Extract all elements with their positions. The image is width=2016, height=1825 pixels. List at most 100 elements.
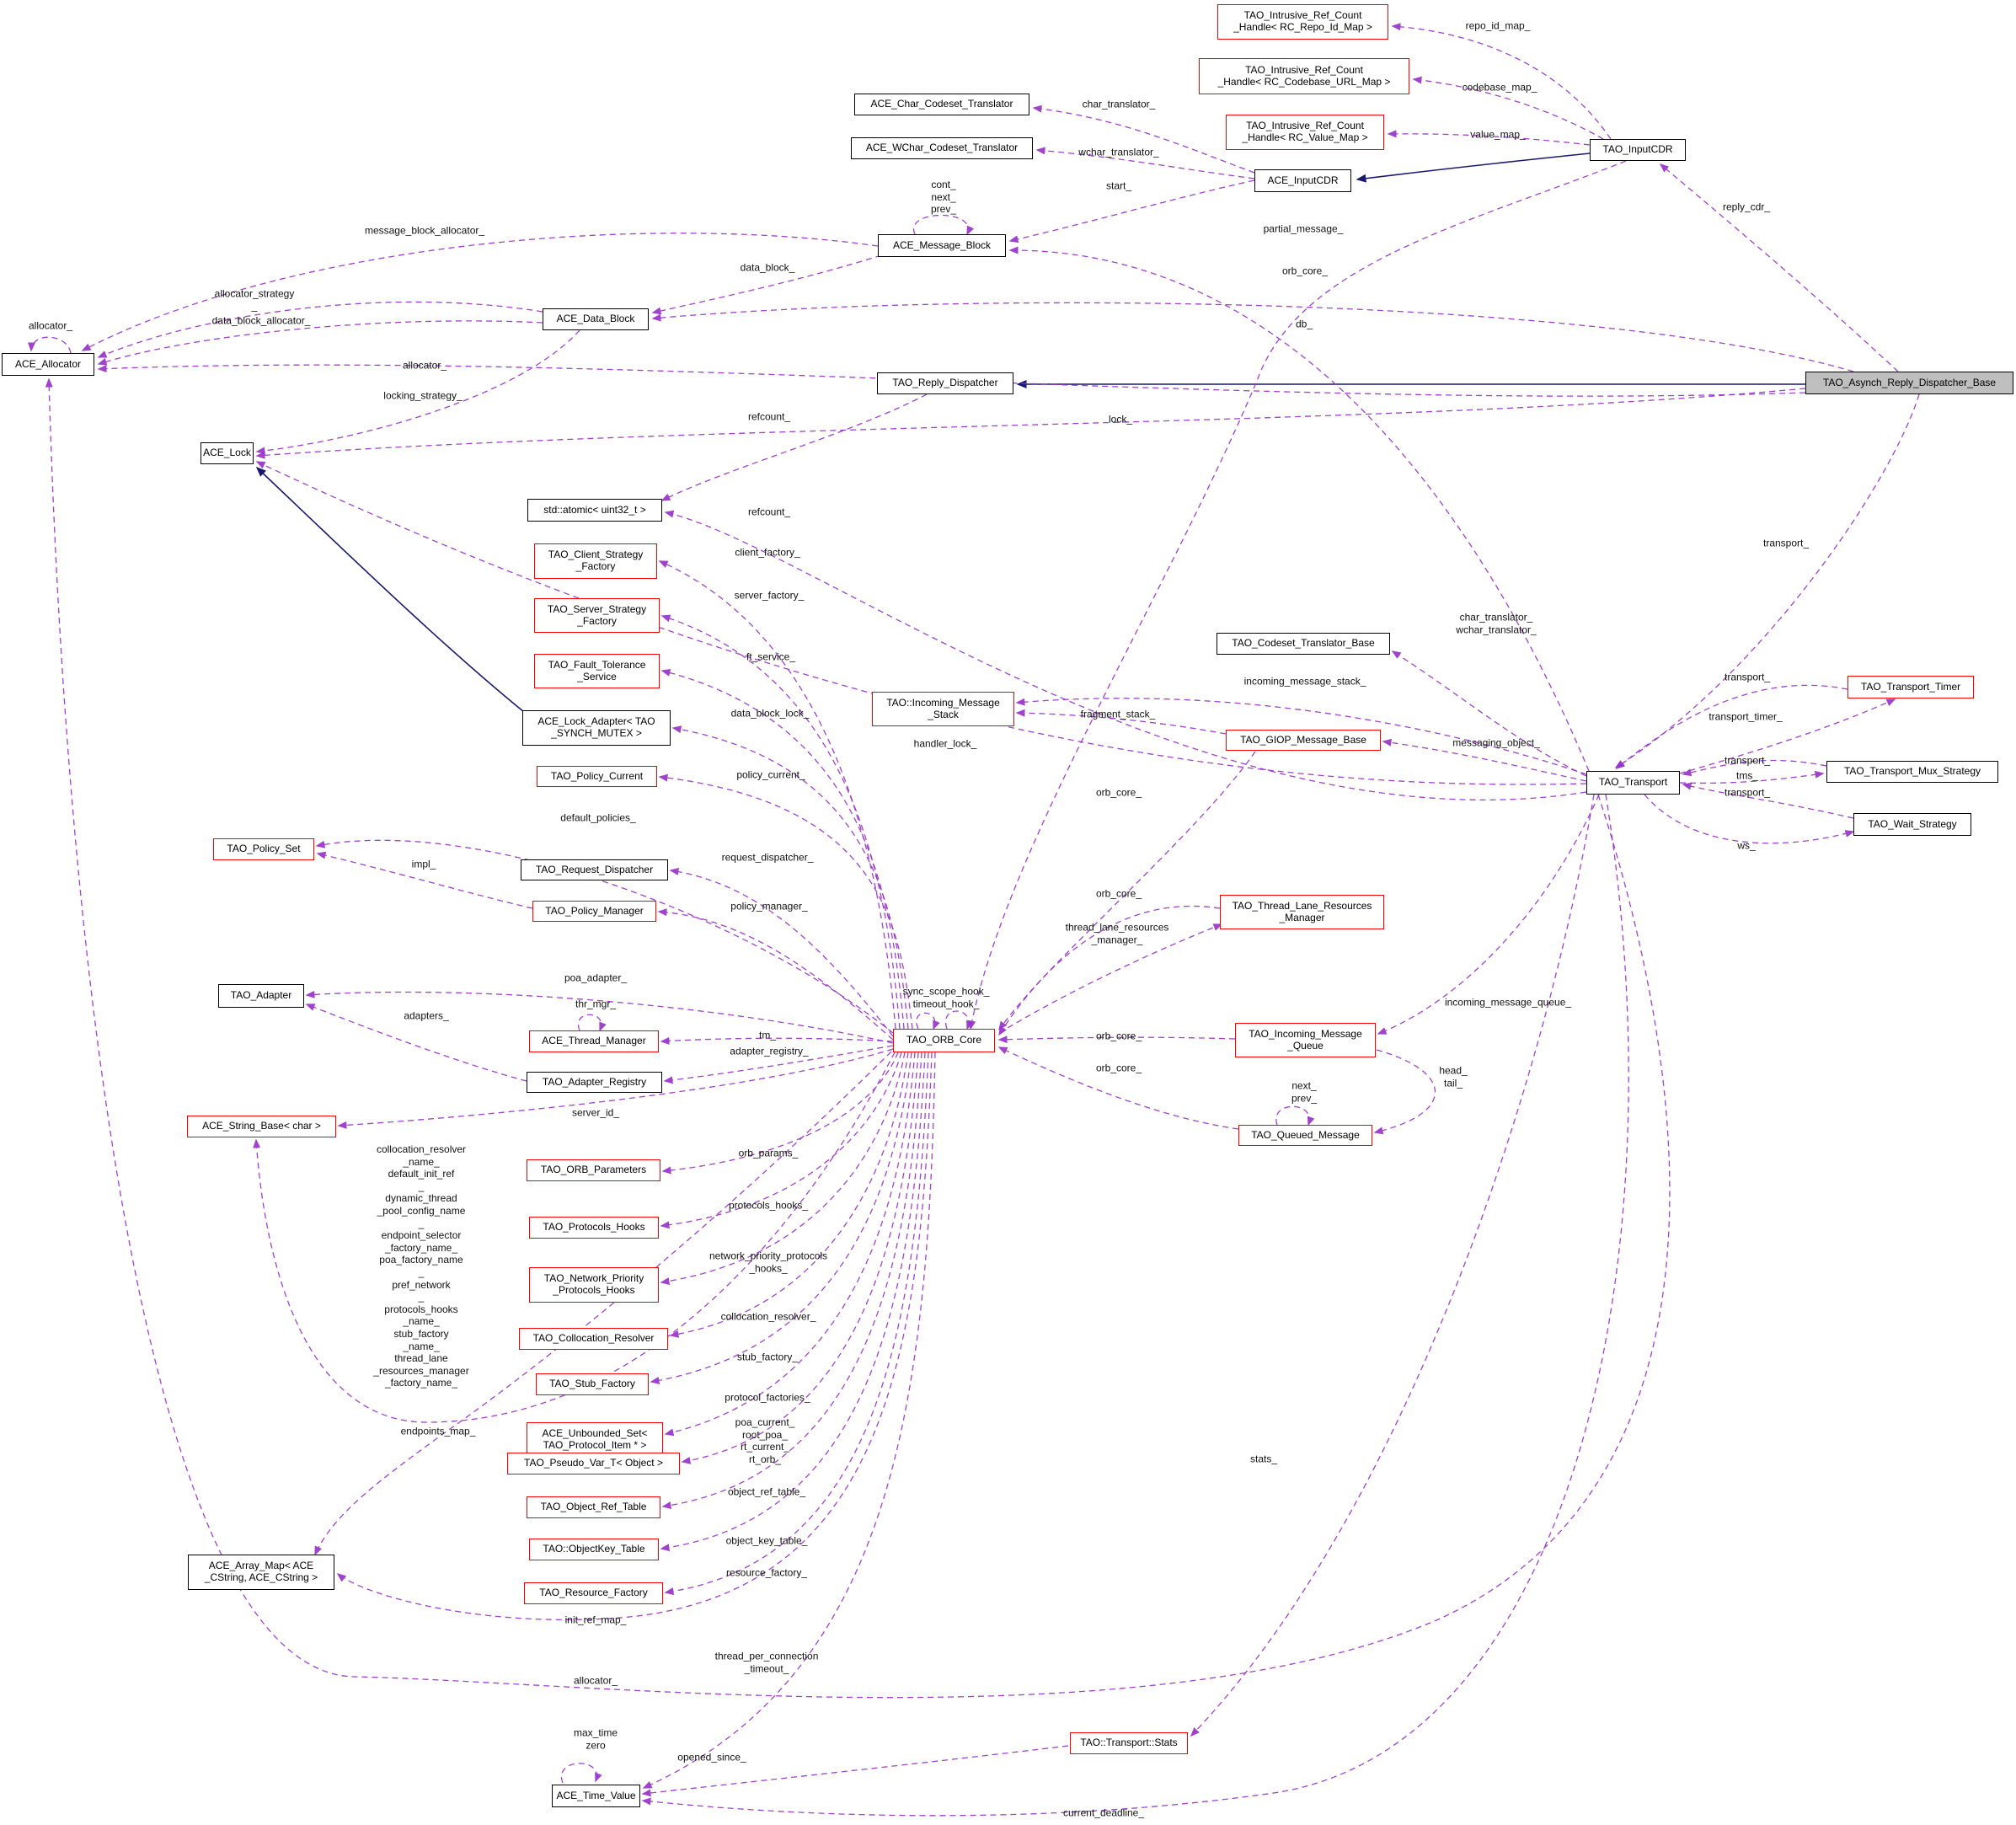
class-node-label: ACE_Array_Map< ACE _CString, ACE_CString… xyxy=(204,1560,318,1583)
edge-label: poa_adapter_ xyxy=(564,971,628,984)
class-node-ace_time_value[interactable]: ACE_Time_Value xyxy=(552,1785,640,1807)
class-node-value_handle[interactable]: TAO_Intrusive_Ref_Count _Handle< RC_Valu… xyxy=(1226,115,1384,150)
class-node-label: TAO_Transport xyxy=(1598,776,1668,789)
class-node-label: ACE_InputCDR xyxy=(1267,174,1339,186)
class-node-tao_queued_message[interactable]: TAO_Queued_Message xyxy=(1238,1125,1372,1146)
edge-dashed xyxy=(97,320,543,366)
class-node-ace_string_base_char[interactable]: ACE_String_Base< char > xyxy=(187,1116,336,1137)
edge-dashed xyxy=(658,560,896,1030)
class-node-label: TAO_Thread_Lane_Resources _Manager xyxy=(1232,899,1372,923)
class-node-tao_wait_strategy[interactable]: TAO_Wait_Strategy xyxy=(1853,813,1971,836)
class-node-tao_transport_timer[interactable]: TAO_Transport_Timer xyxy=(1848,676,1974,698)
class-node-ace_array_map_cstring[interactable]: ACE_Array_Map< ACE _CString, ACE_CString… xyxy=(188,1555,334,1590)
class-node-ace_message_block[interactable]: ACE_Message_Block xyxy=(878,234,1006,257)
edge-dashed xyxy=(1035,147,1255,179)
class-node-ace_inputcdr[interactable]: ACE_InputCDR xyxy=(1254,169,1351,192)
edge-label: orb_core_ xyxy=(1095,887,1142,900)
class-node-label: TAO_Server_Strategy _Factory xyxy=(547,602,647,627)
class-node-ace_data_block[interactable]: ACE_Data_Block xyxy=(543,308,649,330)
class-node-tao_transport[interactable]: TAO_Transport xyxy=(1586,771,1680,795)
class-node-tao_asynch_reply_dispatcher_base[interactable]: TAO_Asynch_Reply_Dispatcher_Base xyxy=(1805,372,2013,394)
class-node-tao_transport_mux_strategy[interactable]: TAO_Transport_Mux_Strategy xyxy=(1826,761,1998,783)
class-node-tao_inputcdr[interactable]: TAO_InputCDR xyxy=(1590,139,1686,161)
edge-label: thread_lane_resources _manager_ xyxy=(1065,921,1169,945)
class-node-label: TAO_Collocation_Resolver xyxy=(532,1332,655,1345)
edge-dashed xyxy=(315,839,894,1034)
edge-solid xyxy=(1356,153,1591,183)
class-node-ace_allocator[interactable]: ACE_Allocator xyxy=(2,353,94,376)
class-node-tao_orb_parameters[interactable]: TAO_ORB_Parameters xyxy=(527,1159,660,1181)
class-node-tao_client_strategy_factory[interactable]: TAO_Client_Strategy _Factory xyxy=(534,543,657,579)
class-node-label: TAO_Resource_Factory xyxy=(539,1587,648,1599)
class-node-ace_char_codeset_translator[interactable]: ACE_Char_Codeset_Translator xyxy=(854,94,1029,115)
class-node-codebase_handle[interactable]: TAO_Intrusive_Ref_Count _Handle< RC_Code… xyxy=(1199,58,1409,94)
class-node-tao_object_ref_table[interactable]: TAO_Object_Ref_Table xyxy=(527,1496,660,1518)
class-node-label: TAO::Incoming_Message _Stack xyxy=(886,696,1000,720)
class-node-tao_policy_manager[interactable]: TAO_Policy_Manager xyxy=(532,901,656,922)
class-node-label: TAO_Intrusive_Ref_Count _Handle< RC_Valu… xyxy=(1242,120,1368,143)
edge-dashed xyxy=(661,1052,922,1510)
class-node-label: ACE_Allocator xyxy=(14,357,82,370)
class-node-label: ACE_Message_Block xyxy=(892,238,992,251)
class-node-label: TAO_Policy_Manager xyxy=(545,904,644,917)
class-node-tao_request_dispatcher[interactable]: TAO_Request_Dispatcher xyxy=(521,859,668,880)
edge-label: message_block_allocator_ xyxy=(364,224,485,237)
class-node-tao_resource_factory[interactable]: TAO_Resource_Factory xyxy=(524,1582,663,1604)
class-node-tao_policy_current[interactable]: TAO_Policy_Current xyxy=(537,766,657,787)
edge-label: db_ xyxy=(1295,318,1313,330)
class-node-repo_id_handle[interactable]: TAO_Intrusive_Ref_Count _Handle< RC_Repo… xyxy=(1217,4,1388,40)
class-node-label: ACE_String_Base< char > xyxy=(202,1120,321,1132)
class-node-tao_reply_dispatcher[interactable]: TAO_Reply_Dispatcher xyxy=(877,372,1013,394)
edge-label: value_map_ xyxy=(1470,128,1526,141)
edge-label: network_priority_protocols _hooks_ xyxy=(709,1250,828,1274)
class-node-tao_network_priority_protocols_hooks[interactable]: TAO_Network_Priority _Protocols_Hooks xyxy=(529,1267,659,1303)
edge-dashed xyxy=(1015,709,1227,735)
edge-dashed xyxy=(651,302,1854,372)
class-node-tao_stub_factory[interactable]: TAO_Stub_Factory xyxy=(536,1373,649,1395)
edge-label: lock_ xyxy=(1108,413,1133,425)
edge-dashed xyxy=(671,725,909,1030)
class-node-label: ACE_Lock xyxy=(203,447,251,459)
class-node-tao_server_strategy_factory[interactable]: TAO_Server_Strategy _Factory xyxy=(534,598,660,633)
edge-dashed xyxy=(1032,104,1255,174)
class-node-tao_adapter[interactable]: TAO_Adapter xyxy=(218,984,304,1008)
class-node-tao_orb_core[interactable]: TAO_ORB_Core xyxy=(893,1029,995,1052)
class-node-tao_pseudo_var_t_object[interactable]: TAO_Pseudo_Var_T< Object > xyxy=(507,1453,680,1474)
edge-label: allocator_ xyxy=(28,319,73,332)
class-node-tao_thread_lane_resources_manager[interactable]: TAO_Thread_Lane_Resources _Manager xyxy=(1220,895,1384,929)
class-node-tao_fault_tolerance_service[interactable]: TAO_Fault_Tolerance _Service xyxy=(534,654,660,688)
edge-label: transport_ xyxy=(1724,754,1771,767)
edge-label: wchar_translator_ xyxy=(1078,146,1159,158)
edge-dashed xyxy=(681,1052,919,1464)
class-node-ace_unbounded_set_protocol_item[interactable]: ACE_Unbounded_Set< TAO_Protocol_Item * > xyxy=(527,1422,663,1458)
class-node-tao_giop_message_base[interactable]: TAO_GIOP_Message_Base xyxy=(1226,730,1381,751)
class-node-tao_adapter_registry[interactable]: TAO_Adapter_Registry xyxy=(527,1072,662,1093)
class-node-tao_incoming_message_stack[interactable]: TAO::Incoming_Message _Stack xyxy=(872,692,1014,726)
class-node-label: TAO_ORB_Parameters xyxy=(540,1164,647,1176)
edge-dashed xyxy=(998,905,1221,1036)
class-node-std_atomic_uint32[interactable]: std::atomic< uint32_t > xyxy=(527,499,662,522)
edge-label: poa_current_ root_poa_ rt_current_ rt_or… xyxy=(735,1416,795,1465)
edge-label: refcount_ xyxy=(747,506,791,518)
edge-dashed xyxy=(1682,782,1854,819)
class-node-tao_objectkey_table[interactable]: TAO::ObjectKey_Table xyxy=(529,1539,659,1560)
edge-label: codebase_map_ xyxy=(1462,81,1537,94)
class-node-ace_lock[interactable]: ACE_Lock xyxy=(201,442,254,464)
class-node-tao_transport_stats[interactable]: TAO::Transport::Stats xyxy=(1070,1732,1188,1754)
class-node-tao_codeset_translator_base[interactable]: TAO_Codeset_Translator_Base xyxy=(1217,633,1390,655)
class-node-tao_policy_set[interactable]: TAO_Policy_Set xyxy=(213,838,314,860)
class-node-tao_incoming_message_queue[interactable]: TAO_Incoming_Message _Queue xyxy=(1235,1023,1376,1057)
edge-dashed xyxy=(641,794,1629,1817)
edge-label: incoming_message_queue_ xyxy=(1444,996,1572,1009)
class-node-ace_thread_manager[interactable]: ACE_Thread_Manager xyxy=(529,1030,659,1052)
edge-dashed xyxy=(650,1052,912,1384)
edge-dashed xyxy=(255,461,1587,785)
class-node-tao_collocation_resolver[interactable]: TAO_Collocation_Resolver xyxy=(519,1328,668,1350)
class-node-label: TAO_Network_Priority _Protocols_Hooks xyxy=(543,1272,644,1296)
edge-label: thread_per_connection _timeout_ xyxy=(714,1650,819,1674)
edge-label: endpoints_map_ xyxy=(400,1425,476,1437)
class-node-tao_protocols_hooks[interactable]: TAO_Protocols_Hooks xyxy=(529,1217,659,1239)
class-node-ace_lock_adapter[interactable]: ACE_Lock_Adapter< TAO _SYNCH_MUTEX > xyxy=(522,710,671,746)
class-node-ace_wchar_codeset_translator[interactable]: ACE_WChar_Codeset_Translator xyxy=(851,137,1033,159)
